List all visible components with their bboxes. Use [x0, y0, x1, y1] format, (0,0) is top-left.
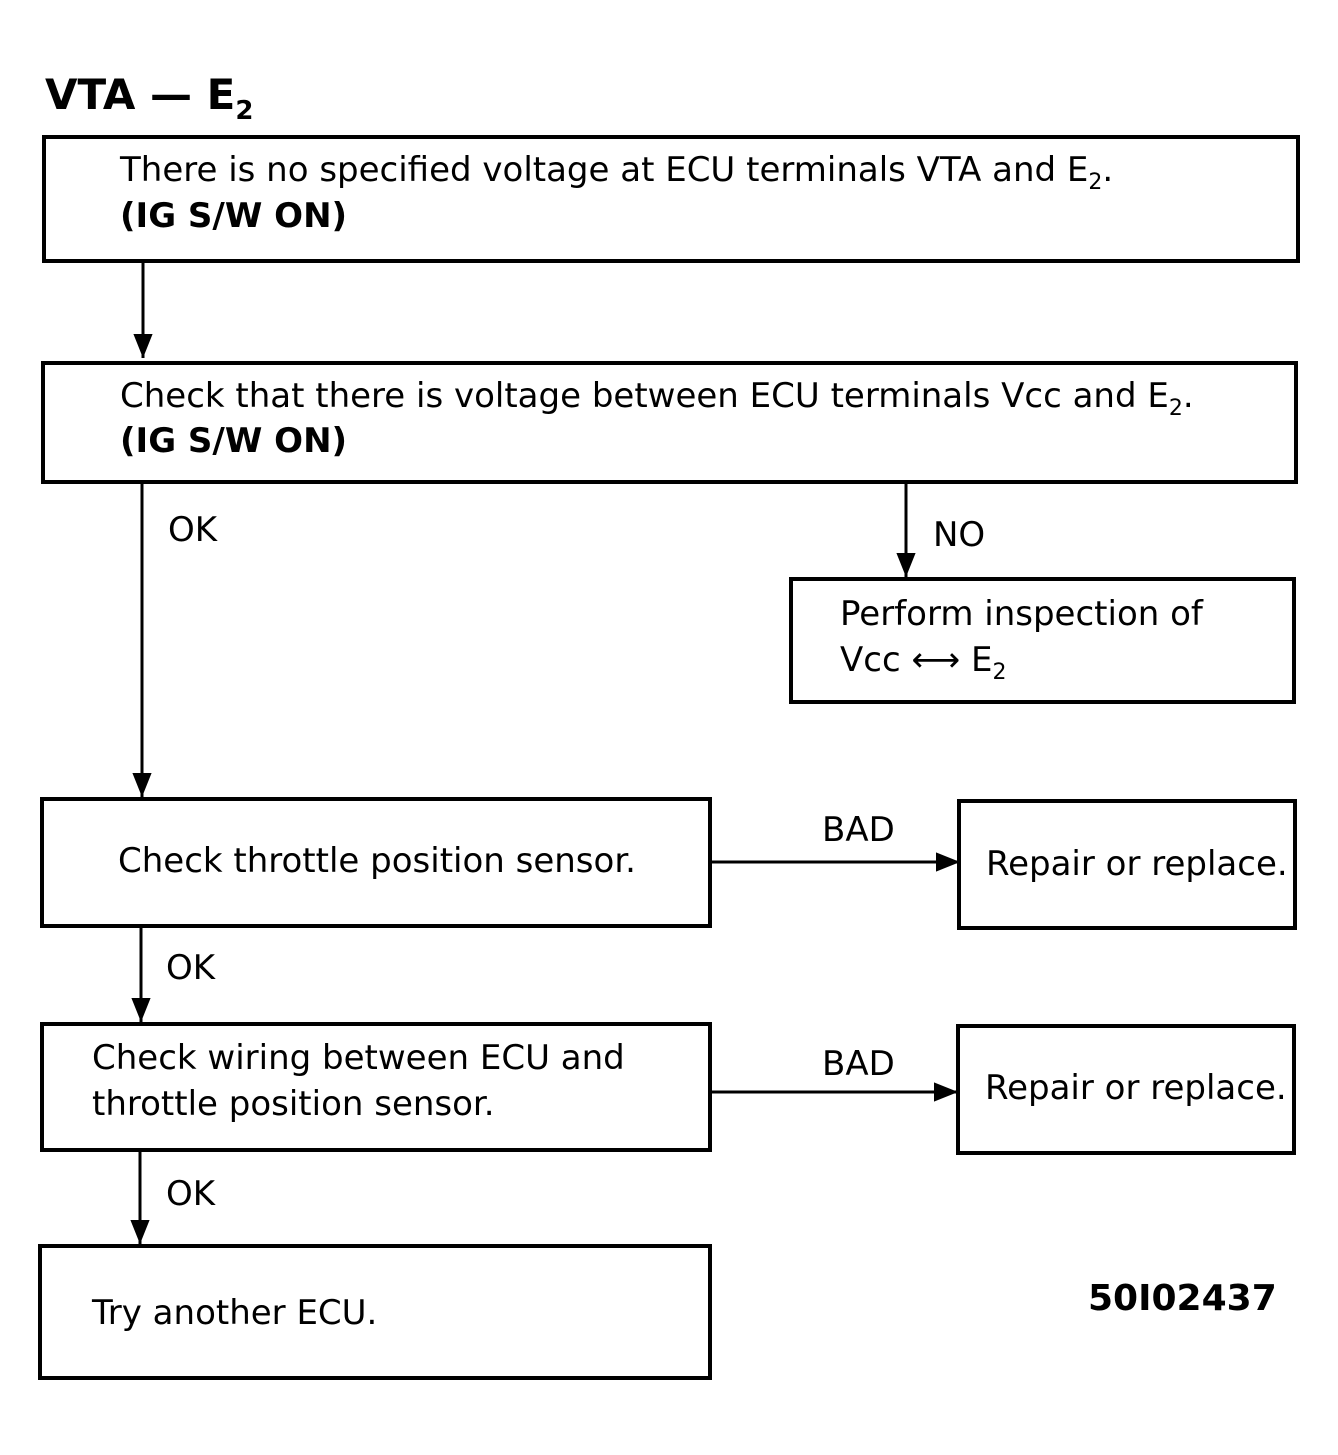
box4-line2: throttle position sensor.: [92, 1084, 495, 1124]
label-ok-1: OK: [168, 510, 218, 550]
figure-code: 50I02437: [1088, 1278, 1277, 1319]
flow-box-repair-2: [956, 1024, 1296, 1155]
flow-box-check-throttle-sensor: [40, 797, 712, 928]
flow-box-check-wiring: [40, 1022, 712, 1152]
title-subscript: 2: [235, 96, 254, 126]
flow-box-inspect-vcc: [789, 577, 1296, 704]
box5-text: Try another ECU.: [92, 1293, 378, 1333]
label-no: NO: [933, 515, 986, 555]
no-box-line2: Vcc ⟷ E2: [840, 640, 1007, 685]
label-ok-3: OK: [166, 1174, 216, 1214]
flow-box-repair-1: [957, 799, 1297, 930]
page-title: VTA — E2: [45, 70, 253, 126]
box4-line1: Check wiring between ECU and: [92, 1038, 625, 1078]
no-box-line1: Perform inspection of: [840, 594, 1203, 634]
flow-box-no-voltage: [42, 135, 1300, 263]
label-bad-1: BAD: [822, 810, 895, 850]
box1-line2: (IG S/W ON): [120, 196, 348, 236]
box3-text: Check throttle position sensor.: [118, 841, 636, 881]
repair2-text: Repair or replace.: [985, 1068, 1287, 1108]
repair1-text: Repair or replace.: [986, 844, 1288, 884]
flow-box-check-vcc-voltage: [41, 361, 1298, 484]
label-ok-2: OK: [166, 948, 216, 988]
flow-box-try-another-ecu: [38, 1244, 712, 1380]
box2-line2: (IG S/W ON): [120, 421, 348, 461]
box1-line1: There is no specified voltage at ECU ter…: [120, 150, 1114, 195]
title-main: VTA — E: [45, 70, 236, 119]
label-bad-2: BAD: [822, 1044, 895, 1084]
box2-line1: Check that there is voltage between ECU …: [120, 376, 1194, 421]
